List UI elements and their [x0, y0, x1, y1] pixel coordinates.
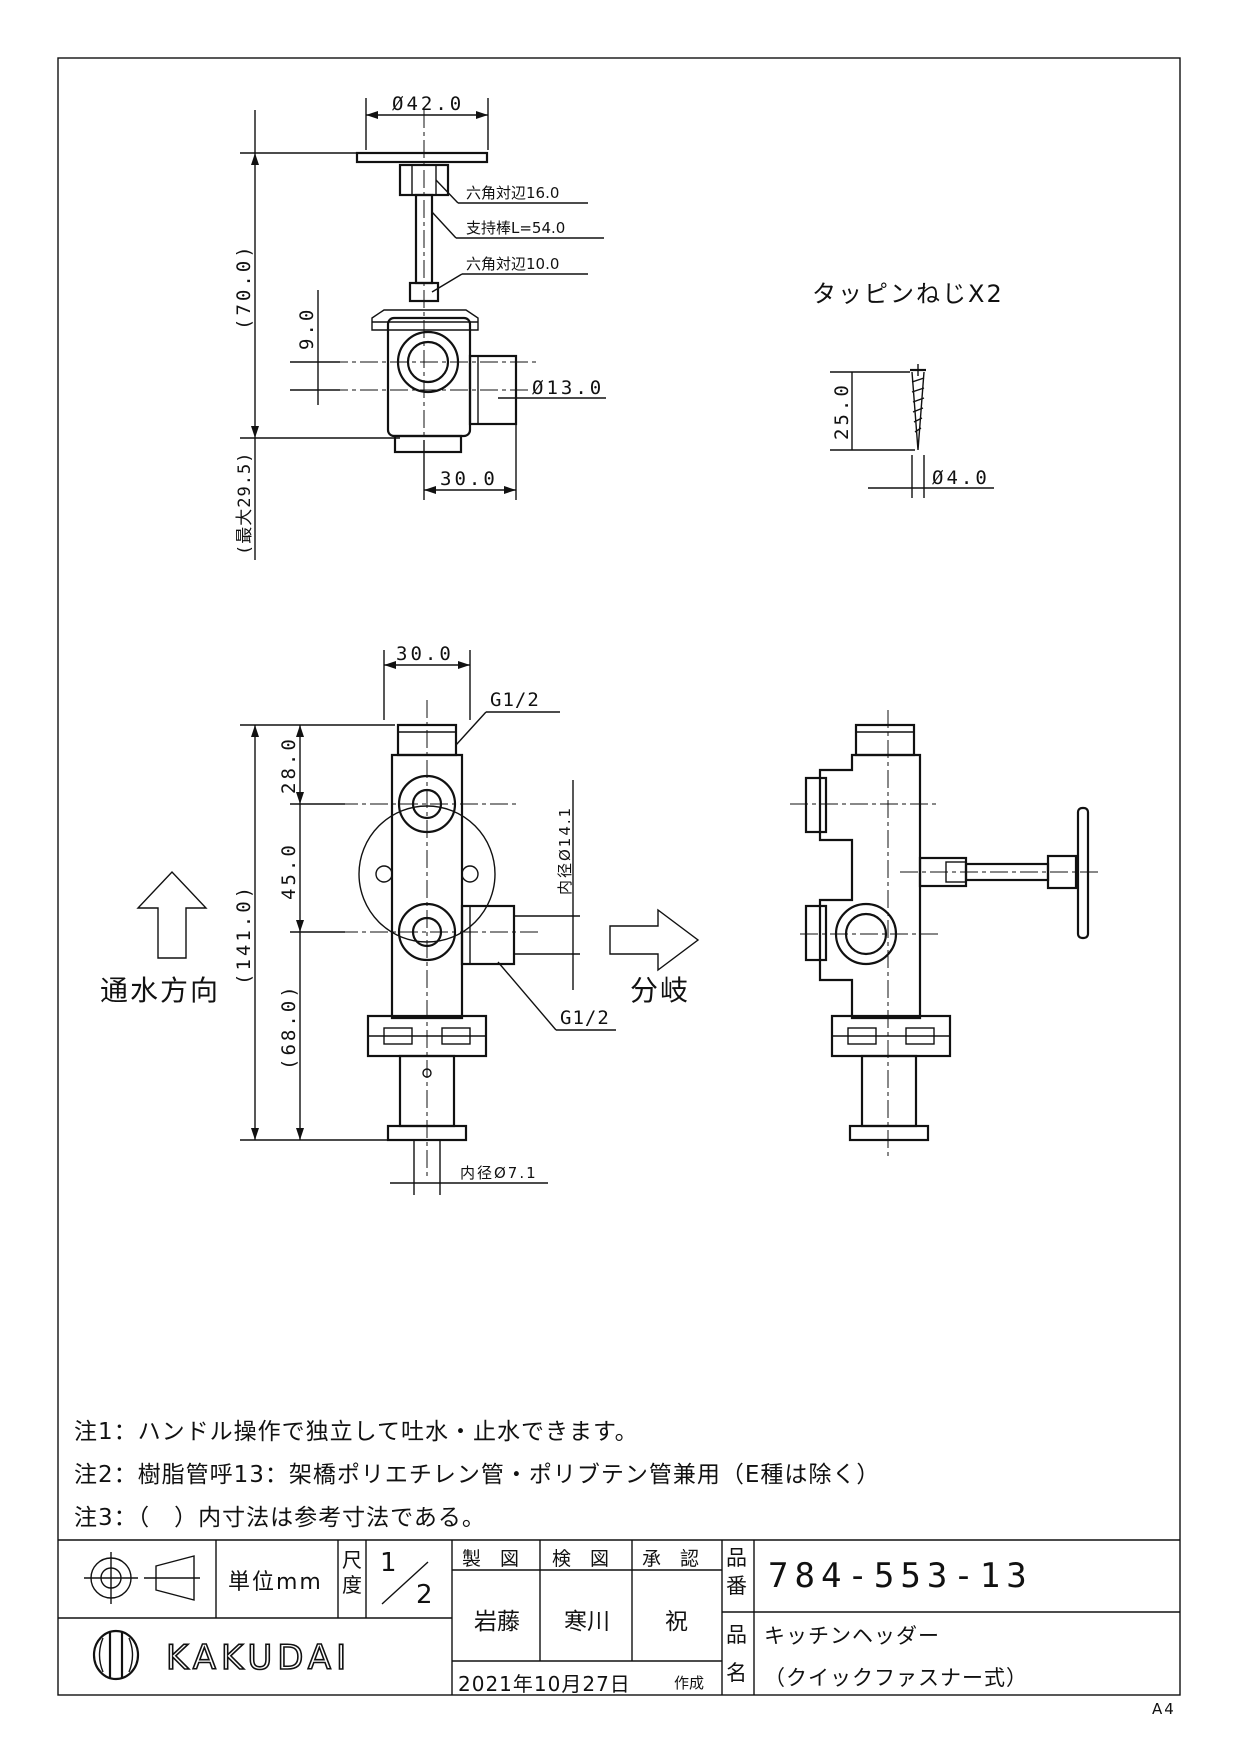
approved-label: 承 認: [642, 1548, 700, 1570]
third-angle-projection-icon: [84, 1552, 200, 1604]
screw-dim-length: 25.0: [831, 382, 853, 440]
dim-support-rod: 支持棒L=54.0: [466, 219, 565, 237]
top-view: Ø42.0 六角対辺16.0 支持棒L=54.0 六角対辺10.0 (70.0)…: [233, 93, 606, 560]
side-view: [790, 710, 1100, 1160]
dim-28: 28.0: [278, 736, 300, 794]
drawing-border: [57, 57, 1181, 1696]
dim-width-30: 30.0: [396, 643, 454, 665]
branch-arrow-icon: [609, 908, 700, 972]
dim-diameter-base: Ø42.0: [392, 93, 464, 115]
flow-arrow-icon: [136, 870, 208, 959]
product-name-line1: キッチンヘッダー: [764, 1624, 940, 1648]
scale-numerator: 1: [380, 1548, 397, 1578]
note-3: 注3：（ ）内寸法は参考寸法である。: [74, 1505, 486, 1531]
front-view: 30.0 G1/2 (141.0) 28.0 45.0 (68.0) 内径Ø14…: [100, 643, 700, 1195]
branch-label: 分岐: [630, 974, 690, 1007]
dim-45: 45.0: [278, 842, 300, 900]
screw-drawing: タッピンねじX2 25.0 Ø4.0: [812, 280, 1004, 498]
dim-30-top: 30.0: [440, 468, 498, 490]
kakudai-logo: [92, 1629, 140, 1681]
screw-title: タッピンねじX2: [812, 280, 1004, 308]
inner-diameter-7: 内径Ø7.1: [460, 1164, 538, 1182]
date: 2021年10月27日: [458, 1672, 631, 1696]
flow-direction-label: 通水方向: [100, 974, 220, 1007]
scale-label: 尺度: [342, 1548, 362, 1597]
dim-diameter-13: Ø13.0: [532, 377, 604, 399]
dim-height-70: (70.0): [233, 243, 255, 330]
dim-total-141: (141.0): [233, 884, 255, 985]
approved-by: 祝: [665, 1609, 688, 1635]
note-1: 注1：ハンドル操作で独立して吐水・止水できます。: [74, 1419, 639, 1445]
product-name-line2: （クイックファスナー式）: [764, 1666, 1028, 1690]
dim-hex-16: 六角対辺16.0: [466, 184, 559, 202]
title-block-grid: [58, 1539, 1180, 1695]
thread-side: G1/2: [560, 1007, 610, 1029]
name-label: 品名: [726, 1623, 747, 1685]
screw-dim-diameter: Ø4.0: [932, 467, 990, 489]
checked-by: 寒川: [564, 1609, 610, 1635]
paper-size: A4: [1152, 1700, 1176, 1718]
inner-diameter-14: 内径Ø14.1: [556, 806, 574, 895]
checked-label: 検 図: [552, 1548, 610, 1570]
dim-hex-10: 六角対辺10.0: [466, 255, 559, 273]
drawn-label: 製 図: [462, 1548, 520, 1570]
created-label: 作成: [674, 1674, 705, 1692]
unit-label: 単位mm: [228, 1570, 323, 1595]
note-2: 注2：樹脂管呼13：架橋ポリエチレン管・ポリブテン管兼用（E種は除く）: [74, 1462, 881, 1488]
scale-denominator: 2: [416, 1580, 433, 1610]
drawn-by: 岩藤: [474, 1609, 520, 1635]
company-name: KAKUDAI: [165, 1637, 352, 1679]
dim-max-29-5: (最大29.5): [235, 452, 255, 555]
dim-9: 9.0: [296, 307, 318, 350]
part-no-label: 品番: [726, 1546, 747, 1598]
thread-top: G1/2: [490, 689, 540, 711]
dim-68: (68.0): [278, 983, 300, 1070]
part-number: 784-553-13: [768, 1556, 1033, 1596]
